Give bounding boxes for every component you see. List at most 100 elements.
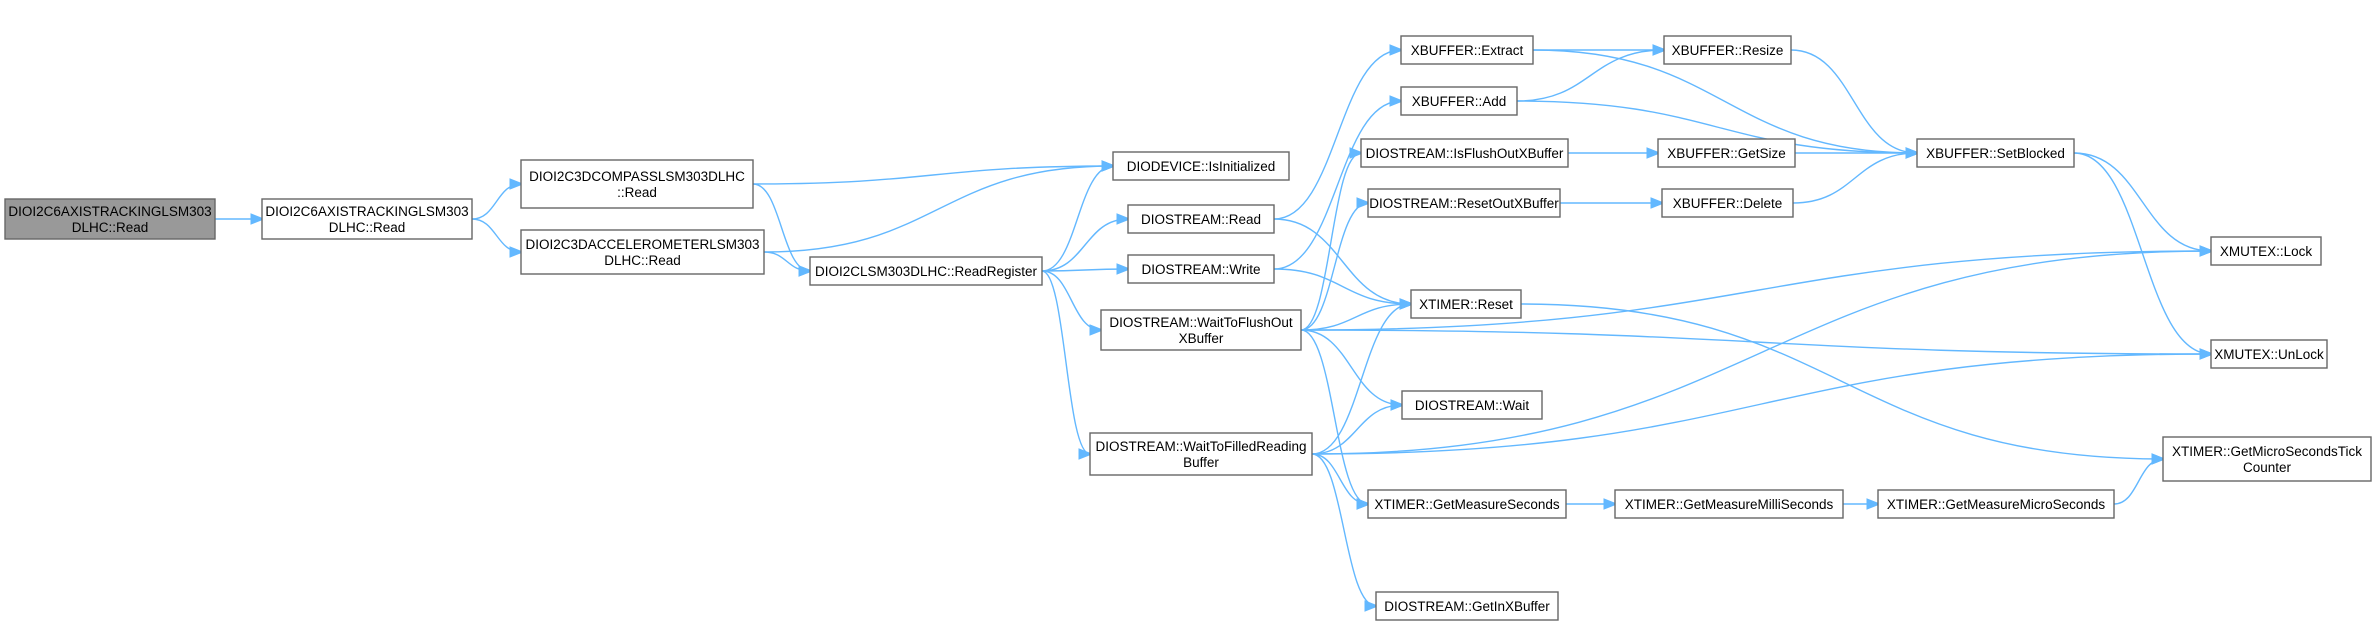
node-box — [1614, 489, 1844, 519]
node-box — [1400, 86, 1518, 116]
node-getmilli[interactable]: XTIMER::GetMeasureMilliSeconds — [1614, 489, 1844, 519]
node-treset[interactable]: XTIMER::Reset — [1410, 289, 1522, 319]
edge-waitfilled-to-lock — [1311, 251, 2211, 455]
node-box — [1089, 432, 1313, 476]
node-box — [2162, 436, 2372, 482]
node-isflush[interactable]: DIOSTREAM::IsFlushOutXBuffer — [1360, 138, 1569, 168]
node-box — [1100, 309, 1302, 351]
node-label: XTIMER::GetMeasureMicroSeconds — [1887, 497, 2106, 512]
node-label: DLHC::Read — [329, 220, 406, 235]
edge-waitfilled-to-treset — [1311, 304, 1411, 455]
node-box — [1663, 35, 1792, 65]
node-box — [261, 198, 473, 240]
node-label: DIOSTREAM::WaitToFilledReading — [1095, 439, 1306, 454]
node-box — [1367, 188, 1561, 218]
node-label: XTIMER::GetMicroSecondsTick — [2172, 444, 2362, 459]
node-box — [2210, 339, 2328, 369]
node-label: DIOI2CLSM303DLHC::ReadRegister — [815, 264, 1038, 279]
edge-readreg-to-waitflush — [1041, 270, 1101, 330]
edge-waitflush-to-swait — [1300, 329, 1402, 405]
node-label: DLHC::Read — [604, 253, 681, 268]
node-box — [809, 256, 1043, 286]
edges — [214, 49, 2211, 606]
edge-sread-to-treset — [1273, 218, 1411, 304]
edge-setblocked-to-unlock — [2073, 152, 2211, 354]
node-box — [1661, 188, 1794, 218]
edge-waitflush-to-isflush — [1300, 153, 1361, 331]
node-box — [2210, 236, 2322, 266]
edge-waitfilled-to-unlock — [1311, 354, 2211, 455]
node-label: DIOSTREAM::Wait — [1415, 398, 1530, 413]
node-box — [520, 229, 765, 275]
node-box — [1400, 35, 1534, 65]
edge-sread-to-extract — [1273, 50, 1401, 220]
node-label: XMUTEX::Lock — [2220, 244, 2313, 259]
edge-getmicro-to-tickcounter — [2113, 459, 2163, 505]
node-box — [1877, 489, 2115, 519]
edge-extract-to-setblocked — [1532, 49, 1917, 153]
edge-swrite-to-treset — [1273, 268, 1411, 304]
node-label: Buffer — [1183, 455, 1219, 470]
edge-waitflush-to-getmeas — [1300, 329, 1368, 504]
node-label: DIOSTREAM::GetInXBuffer — [1384, 599, 1550, 614]
node-label: XBUFFER::GetSize — [1667, 146, 1786, 161]
edge-n6axis-to-compass — [471, 184, 521, 220]
node-label: DIOSTREAM::Write — [1141, 262, 1260, 277]
node-label: DIOSTREAM::ResetOutXBuffer — [1369, 196, 1559, 211]
node-label: XBUFFER::SetBlocked — [1926, 146, 2065, 161]
node-isinit[interactable]: DIODEVICE::IsInitialized — [1112, 151, 1290, 181]
node-swait[interactable]: DIOSTREAM::Wait — [1401, 390, 1543, 420]
edge-waitflush-to-unlock — [1300, 329, 2211, 354]
node-getmeas[interactable]: XTIMER::GetMeasureSeconds — [1367, 489, 1567, 519]
edge-swrite-to-add — [1273, 101, 1401, 270]
edge-readreg-to-swrite — [1041, 269, 1128, 271]
node-readreg[interactable]: DIOI2CLSM303DLHC::ReadRegister — [809, 256, 1043, 286]
node-swrite[interactable]: DIOSTREAM::Write — [1127, 254, 1275, 284]
node-lock[interactable]: XMUTEX::Lock — [2210, 236, 2322, 266]
edge-readreg-to-isinit — [1041, 166, 1113, 272]
node-label: ::Read — [617, 185, 657, 200]
node-resetout[interactable]: DIOSTREAM::ResetOutXBuffer — [1367, 188, 1561, 218]
edge-waitfilled-to-swait — [1311, 405, 1402, 455]
edge-xdelete-to-setblocked — [1792, 153, 1917, 204]
node-getsize[interactable]: XBUFFER::GetSize — [1657, 138, 1796, 168]
node-setblocked[interactable]: XBUFFER::SetBlocked — [1916, 138, 2075, 168]
nodes: DIOI2C6AXISTRACKINGLSM303DLHC::ReadDIOI2… — [4, 35, 2372, 621]
edge-readreg-to-waitfilled — [1041, 270, 1090, 454]
node-label: XTIMER::GetMeasureSeconds — [1374, 497, 1560, 512]
node-resize[interactable]: XBUFFER::Resize — [1663, 35, 1792, 65]
node-box — [1375, 591, 1559, 621]
node-sread[interactable]: DIOSTREAM::Read — [1127, 204, 1275, 234]
node-xdelete[interactable]: XBUFFER::Delete — [1661, 188, 1794, 218]
edge-accel-to-isinit — [763, 166, 1113, 253]
edge-resize-to-setblocked — [1790, 49, 1917, 153]
edge-n6axis-to-accel — [471, 218, 521, 252]
node-getmicro[interactable]: XTIMER::GetMeasureMicroSeconds — [1877, 489, 2115, 519]
node-label: XBUFFER::Extract — [1411, 43, 1524, 58]
node-label: DIOI2C6AXISTRACKINGLSM303 — [8, 204, 211, 219]
node-label: XBUFFER::Delete — [1673, 196, 1783, 211]
node-box — [1401, 390, 1543, 420]
edge-waitflush-to-treset — [1300, 304, 1411, 331]
node-getinx[interactable]: DIOSTREAM::GetInXBuffer — [1375, 591, 1559, 621]
edge-readreg-to-sread — [1041, 219, 1128, 272]
node-label: DIOSTREAM::IsFlushOutXBuffer — [1366, 146, 1564, 161]
node-add[interactable]: XBUFFER::Add — [1400, 86, 1518, 116]
node-label: XMUTEX::UnLock — [2214, 347, 2324, 362]
node-label: DIODEVICE::IsInitialized — [1127, 159, 1276, 174]
node-box — [4, 198, 216, 240]
node-unlock[interactable]: XMUTEX::UnLock — [2210, 339, 2328, 369]
node-label: XBUFFER::Add — [1412, 94, 1507, 109]
node-label: DIOI2C6AXISTRACKINGLSM303 — [265, 204, 468, 219]
node-extract[interactable]: XBUFFER::Extract — [1400, 35, 1534, 65]
node-label: DIOSTREAM::WaitToFlushOut — [1109, 315, 1293, 330]
node-compass[interactable]: DIOI2C3DCOMPASSLSM303DLHC::Read — [520, 159, 754, 209]
node-box — [1127, 204, 1275, 234]
